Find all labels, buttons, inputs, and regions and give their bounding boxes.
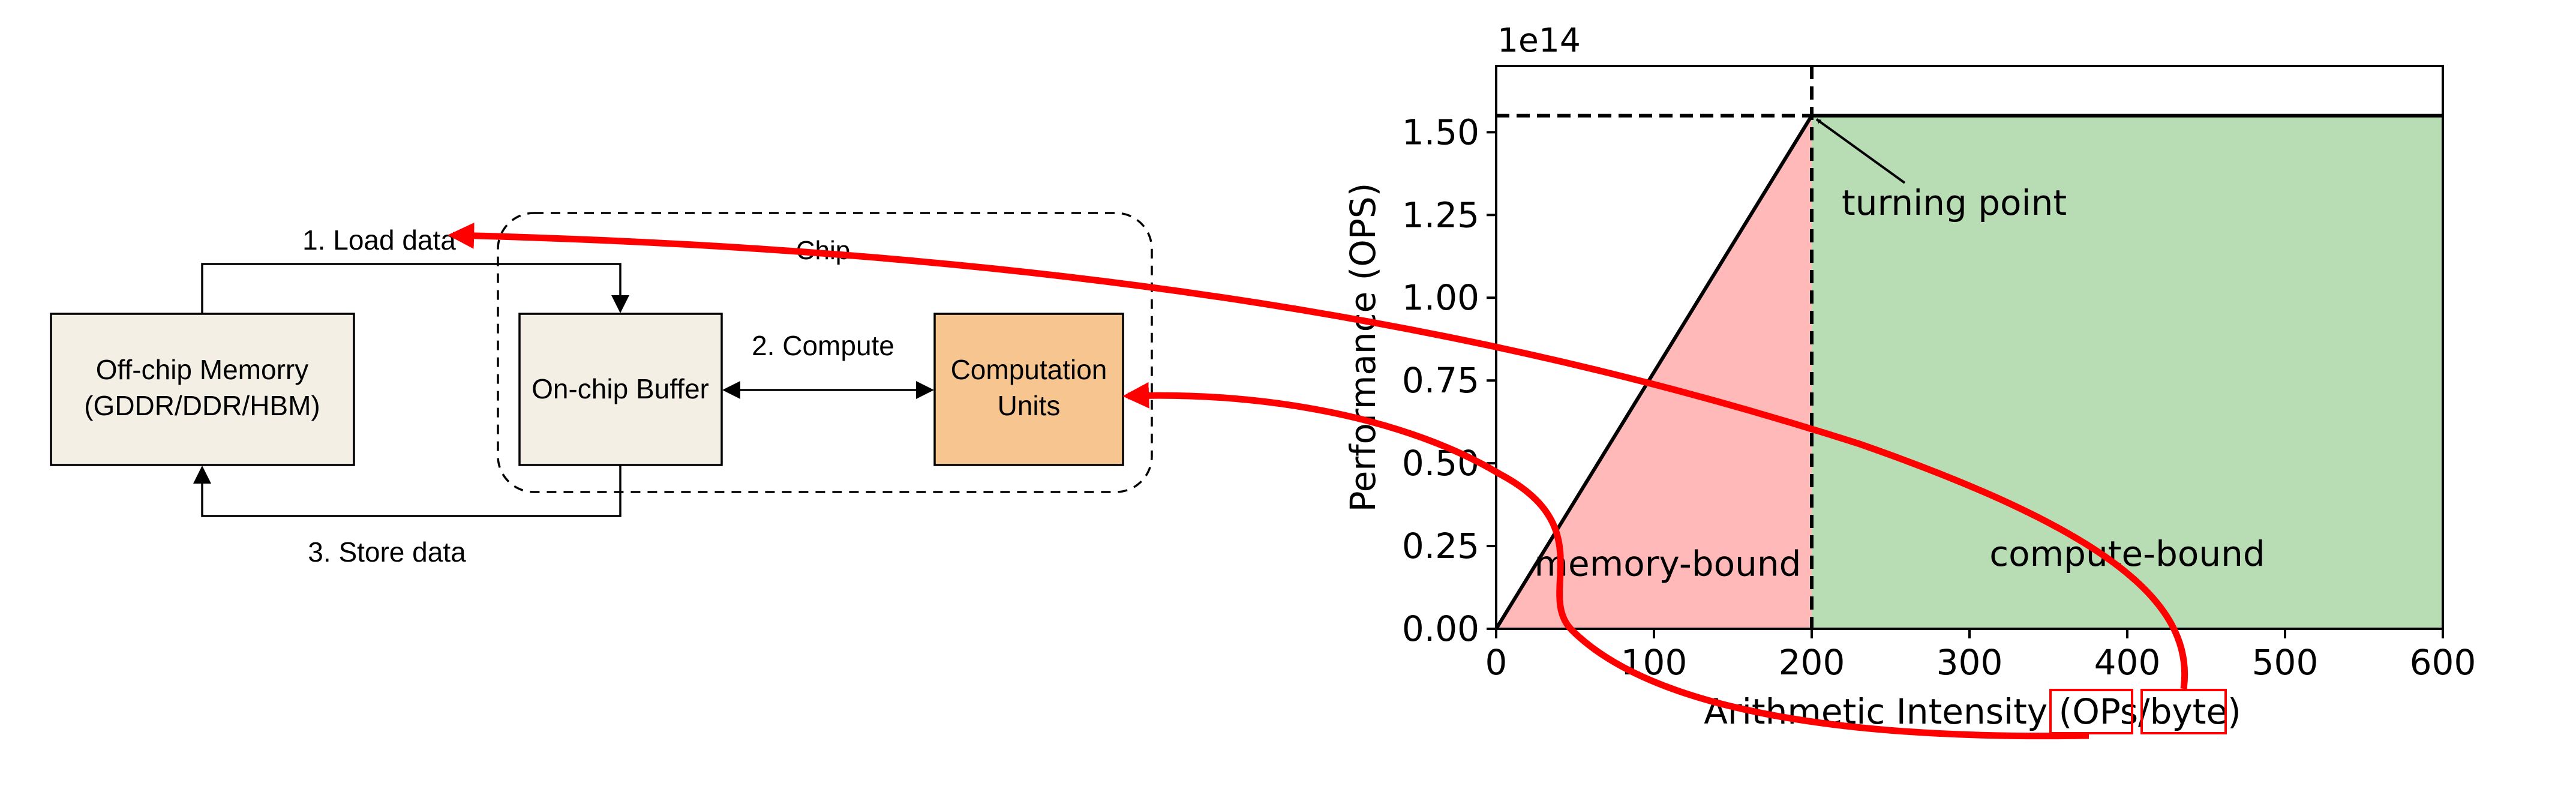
- store-data-label: 3. Store data: [308, 536, 466, 568]
- roofline-series: [1494, 113, 2443, 630]
- store-data-arrow: [193, 465, 622, 517]
- ops-highlight-box: [2049, 689, 2133, 734]
- x-tick-label: 500: [2252, 642, 2319, 683]
- x-tick-label: 600: [2410, 642, 2476, 683]
- off-chip-memory-box: [50, 313, 355, 466]
- y-tick-label: 1.00: [1402, 277, 1479, 318]
- off-chip-memory-label: Off-chip Memorry: [96, 354, 308, 385]
- turning-point-arrow: [1815, 118, 1906, 184]
- on-chip-buffer-label: On-chip Buffer: [532, 373, 709, 404]
- compute-bound-region: [1812, 115, 2443, 629]
- computation-units-label-line2: Units: [998, 390, 1061, 421]
- y-tick-label: 0.50: [1402, 443, 1479, 484]
- chart-regions: [1496, 115, 2443, 629]
- computation-units-box: [933, 313, 1124, 466]
- y-tick-label: 0.75: [1402, 360, 1479, 401]
- y-axis-label: Performance (OPS): [1343, 183, 1383, 512]
- x-tick-label: 100: [1621, 642, 1688, 683]
- off-chip-memory-type: (GDDR/DDR/HBM): [84, 390, 320, 421]
- y-tick-label: 1.50: [1402, 112, 1479, 152]
- y-tick-label: 0.00: [1402, 608, 1479, 649]
- y-tick-label: 0.25: [1402, 526, 1479, 566]
- x-tick-label: 200: [1779, 642, 1845, 683]
- y-scale-label: 1e14: [1497, 21, 1581, 59]
- memory-bound-label: memory-bound: [1535, 544, 1802, 584]
- chart-lines: [1494, 66, 2443, 630]
- compute-bound-label: compute-bound: [1989, 533, 2265, 574]
- computation-units-label: Computation: [951, 354, 1107, 385]
- byte-to-load-arrow: [448, 222, 2188, 689]
- memory-diagram: Chip Off-chip Memorry (GDDR/DDR/HBM) On-…: [50, 212, 1153, 568]
- ops-to-computation-arrow: [1122, 382, 2089, 740]
- x-tick-label: 300: [1936, 642, 2003, 683]
- roofline-chart: 0 100 200 300 400 500 600 0.00 0.25 0.50 0.75 1.00 1…: [1343, 21, 2476, 732]
- x-axis-label: Arithmetic Intensity (OPs/byte): [1704, 691, 2241, 732]
- load-data-arrow: [201, 263, 629, 314]
- chip-boundary: [497, 212, 1153, 493]
- turning-point-label: turning point: [1842, 182, 2067, 223]
- x-tick-label: 400: [2094, 642, 2161, 683]
- annotation-overlay: [448, 222, 2227, 740]
- x-tick-label: 0: [1485, 642, 1508, 683]
- load-data-label: 1. Load data: [302, 224, 456, 256]
- on-chip-buffer-box: [518, 313, 723, 466]
- y-tick-label: 1.25: [1402, 194, 1479, 235]
- byte-highlight-box: [2140, 689, 2227, 734]
- compute-label: 2. Compute: [752, 330, 894, 361]
